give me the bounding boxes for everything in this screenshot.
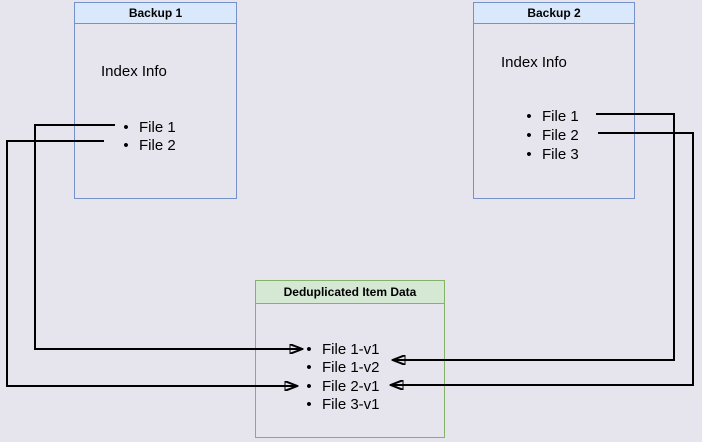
backup2-file-list: • File 1 • File 2 • File 3 bbox=[524, 107, 579, 164]
backup2-title: Backup 2 bbox=[474, 3, 634, 24]
bullet-icon: • bbox=[526, 127, 532, 144]
dedup-item-list: • File 1-v1 • File 1-v2 • File 2-v1 • Fi… bbox=[304, 340, 380, 415]
backup2-box: Backup 2 Index Info • File 1 • File 2 • … bbox=[473, 2, 635, 199]
bullet-icon: • bbox=[306, 377, 312, 395]
list-item: • File 3 bbox=[524, 145, 579, 164]
list-item: • File 2 bbox=[524, 126, 579, 145]
backup1-title: Backup 1 bbox=[75, 3, 236, 24]
dedup-box: Deduplicated Item Data • File 1-v1 • Fil… bbox=[255, 280, 445, 438]
list-item: • File 3-v1 bbox=[304, 396, 380, 415]
list-item: • File 1-v1 bbox=[304, 340, 380, 359]
dedup-title: Deduplicated Item Data bbox=[256, 281, 444, 304]
list-item: • File 1 bbox=[524, 107, 579, 126]
dedup-item-label: File 2-v1 bbox=[322, 377, 380, 395]
bullet-icon: • bbox=[306, 396, 312, 414]
bullet-icon: • bbox=[526, 146, 532, 163]
file-label: File 2 bbox=[139, 137, 176, 155]
bullet-icon: • bbox=[123, 118, 129, 136]
backup1-subtitle: Index Info bbox=[101, 63, 167, 80]
dedup-item-label: File 3-v1 bbox=[322, 396, 380, 414]
dedup-item-label: File 1-v2 bbox=[322, 359, 380, 377]
list-item: • File 2-v1 bbox=[304, 377, 380, 396]
file-label: File 1 bbox=[542, 108, 579, 125]
bullet-icon: • bbox=[123, 137, 129, 155]
bullet-icon: • bbox=[306, 340, 312, 358]
backup1-box: Backup 1 Index Info • File 1 • File 2 bbox=[74, 2, 237, 199]
list-item: • File 1 bbox=[121, 118, 176, 137]
backup1-file-list: • File 1 • File 2 bbox=[121, 118, 176, 156]
bullet-icon: • bbox=[306, 359, 312, 377]
file-label: File 3 bbox=[542, 146, 579, 163]
file-label: File 1 bbox=[139, 118, 176, 136]
backup2-subtitle: Index Info bbox=[501, 54, 567, 71]
dedup-item-label: File 1-v1 bbox=[322, 340, 380, 358]
list-item: • File 2 bbox=[121, 137, 176, 156]
list-item: • File 1-v2 bbox=[304, 359, 380, 378]
bullet-icon: • bbox=[526, 108, 532, 125]
file-label: File 2 bbox=[542, 127, 579, 144]
